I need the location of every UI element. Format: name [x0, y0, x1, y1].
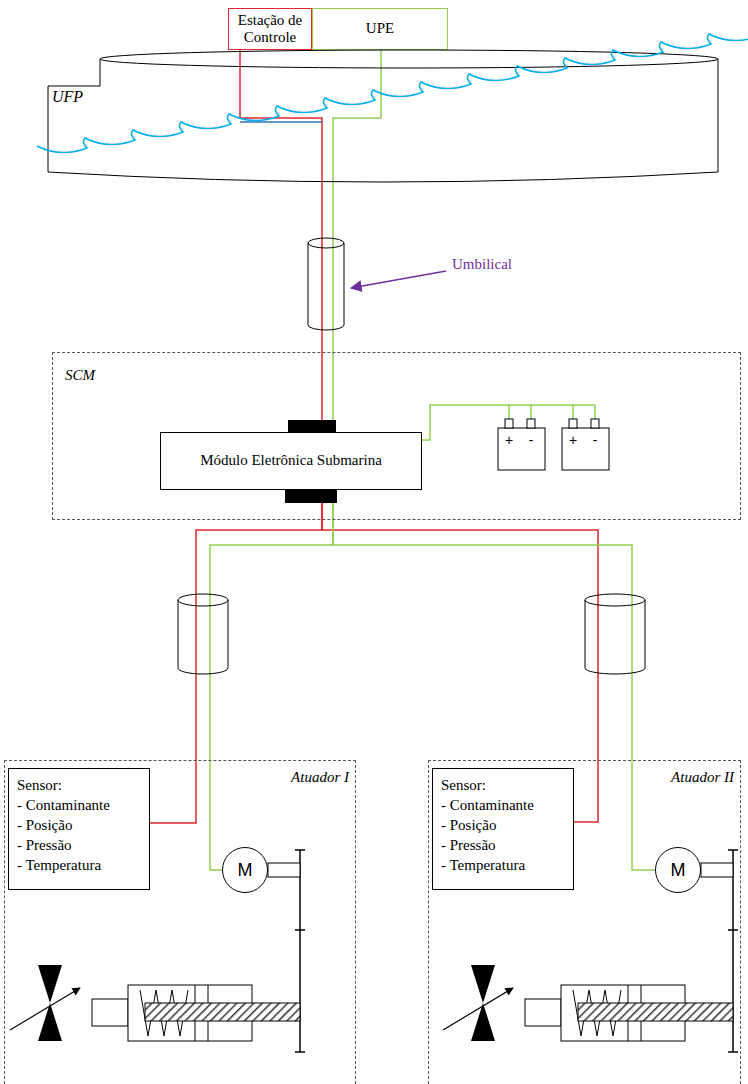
- upe-box: UPE: [312, 8, 448, 50]
- actuator-region: Atuador II Sensor:- Contaminante- Posição…: [428, 760, 741, 1084]
- node-label: M: [238, 860, 253, 881]
- node-label: Estação de Controle: [233, 12, 307, 47]
- terminal-sign: -: [526, 432, 536, 448]
- terminal-sign: +: [504, 432, 514, 448]
- sensor-item: - Pressão: [17, 835, 72, 855]
- umbilical-leader: [351, 271, 446, 288]
- terminal-sign: -: [590, 432, 600, 448]
- signal-line: [240, 121, 322, 123]
- module-box: Módulo Eletrônica Submarina: [160, 432, 422, 490]
- platform-outline: [34, 46, 744, 188]
- actuator-region: Atuador ISensor:- Contaminante- Posição-…: [4, 760, 356, 1084]
- node-label: UFP: [52, 88, 83, 106]
- wire: [333, 490, 655, 870]
- sensor-heading: Sensor:: [441, 775, 486, 795]
- platform-shape: UFP: [34, 46, 744, 188]
- node-label: Atuador I: [291, 769, 349, 786]
- node-label: M: [671, 860, 686, 881]
- sensor-box: Sensor:- Contaminante- Posição- Pressão-…: [8, 768, 150, 890]
- cable-cylinder: [178, 594, 645, 674]
- sensor-item: - Contaminante: [441, 795, 534, 815]
- connector-block: [285, 490, 337, 503]
- sensor-item: - Posição: [17, 815, 72, 835]
- motor-circle: M: [655, 847, 701, 893]
- sensor-item: - Temperatura: [17, 855, 101, 875]
- connector-block: [288, 420, 336, 432]
- sensor-item: - Pressão: [441, 835, 496, 855]
- umbilical-cylinder: [308, 238, 344, 330]
- motor-circle: M: [222, 847, 268, 893]
- umbilical-label: Umbilical: [452, 256, 512, 273]
- terminal-sign: +: [568, 432, 578, 448]
- sensor-heading: Sensor:: [17, 775, 62, 795]
- battery-pack: [422, 405, 609, 470]
- wire: [210, 490, 333, 870]
- node-label: SCM: [65, 367, 95, 384]
- node-label: Atuador II: [671, 769, 734, 786]
- scm-region: SCM Módulo Eletrônica Submarina: [52, 352, 741, 520]
- node-label: Módulo Eletrônica Submarina: [200, 452, 382, 469]
- node-label: UPE: [366, 20, 394, 37]
- station-box: Estação de Controle: [228, 8, 312, 50]
- sensor-item: - Contaminante: [17, 795, 110, 815]
- sensor-item: - Posição: [441, 815, 496, 835]
- sensor-box: Sensor:- Contaminante- Posição- Pressão-…: [432, 768, 574, 890]
- sensor-item: - Temperatura: [441, 855, 525, 875]
- wire: [333, 50, 381, 432]
